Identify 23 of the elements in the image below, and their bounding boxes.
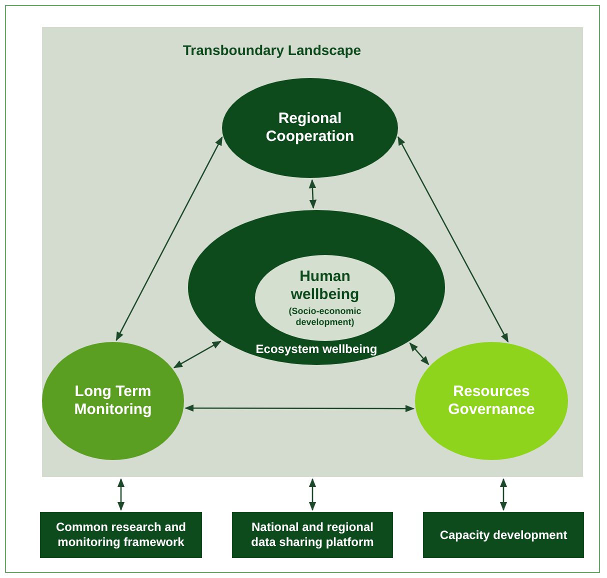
box-label: National and regional data sharing platform: [250, 520, 375, 550]
ellipse-label: Human wellbeing: [290, 268, 360, 304]
ellipse-label: Regional Cooperation: [264, 110, 356, 146]
ellipse-label: Ecosystem wellbeing: [254, 342, 378, 356]
panel-title: Transboundary Landscape: [182, 42, 362, 59]
process-box: [40, 512, 202, 558]
process-box: [423, 512, 584, 558]
double-arrow: [500, 478, 508, 511]
ellipse-label: Long Term Monitoring: [73, 383, 153, 419]
box-label: Capacity development: [438, 528, 568, 542]
double-arrow: [398, 136, 509, 343]
ellipse-sublabel: (Socio-economic development): [288, 306, 362, 328]
landscape-panel: [42, 27, 583, 477]
double-arrow: [116, 136, 223, 342]
double-arrow: [117, 478, 125, 511]
double-arrow: [184, 404, 414, 412]
double-arrow: [173, 340, 222, 368]
double-arrow: [308, 179, 317, 209]
box-label: Common research and monitoring framework: [54, 520, 188, 550]
double-arrow: [409, 342, 430, 366]
double-arrow: [308, 478, 316, 511]
process-box: [232, 512, 393, 558]
ellipse-label: Resources Governance: [447, 383, 536, 419]
